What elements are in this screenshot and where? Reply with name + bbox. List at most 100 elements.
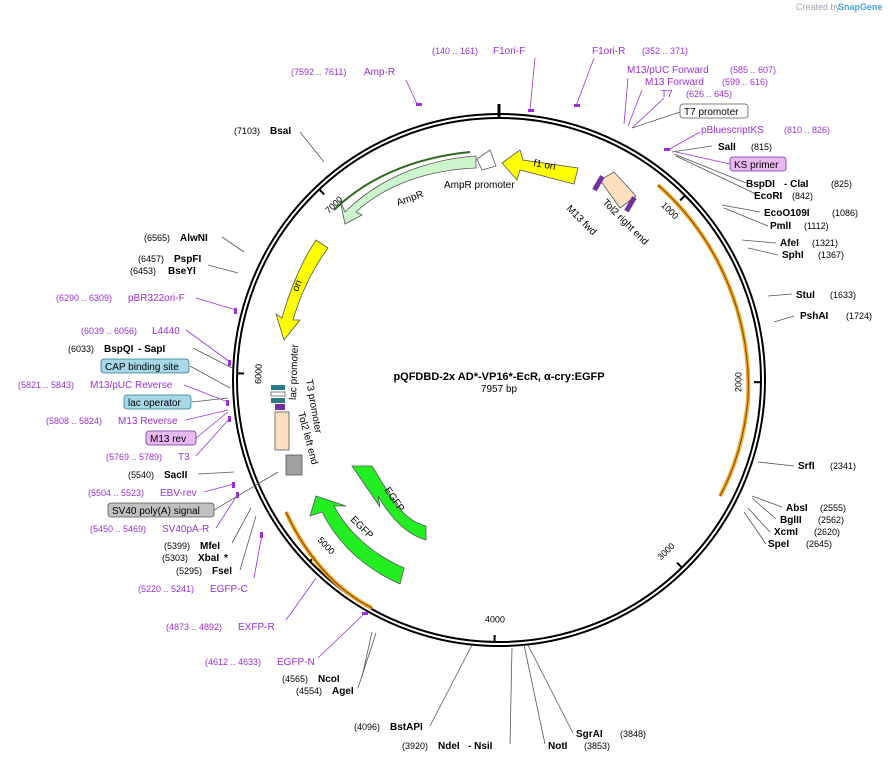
tick-label-3000: 3000 (655, 541, 676, 562)
boxed-m13-rev[interactable]: M13 rev (145, 430, 197, 446)
tick-label-5000: 5000 (316, 535, 337, 556)
tick-mark-1000 (679, 194, 686, 202)
enzyme-name-spei: SpeI (768, 539, 789, 550)
feature-lac-cluster[interactable]: lac promoter T3 promoter Tol2 left end (270, 344, 323, 476)
primer-name-pbr: pBR322ori-F (128, 293, 185, 304)
lac-operator-label: lac operator (128, 398, 181, 409)
primer-mark-ebv (232, 482, 235, 488)
boxed-ks-primer[interactable]: KS primer (729, 156, 787, 172)
primer-mark-l4440 (228, 360, 231, 366)
enzyme-pos-pshai: (1724) (846, 311, 872, 321)
enzyme-pos-ndei: (3920) (402, 741, 428, 751)
enzyme-name-sgrai: SgrAI (576, 729, 603, 740)
enzyme-name-eco: EcoO109I (764, 208, 810, 219)
enzyme-pos-afei: (1321) (812, 238, 838, 248)
boxed-sv40-signal[interactable]: SV40 poly(A) signal (107, 502, 215, 518)
enzyme-name-bglii: BglII (780, 515, 802, 526)
m13rev-mark (275, 404, 285, 410)
enzyme-name-bseyi: BseYI (168, 266, 196, 277)
primer-name-t3: T3 (178, 452, 190, 463)
enzyme-name-sacii: SacII (164, 470, 188, 481)
primer-pos-m13rev: (5808 .. 5824) (46, 416, 102, 426)
ori-arrow (275, 239, 329, 341)
enzyme-pos-stui: (1633) (830, 290, 856, 300)
primer-name-pbks: pBluescriptKS (701, 125, 764, 136)
primer-mark-sv40pa (236, 492, 239, 498)
enzyme-pos-ncoi: (4565) (282, 674, 308, 684)
enzyme-name-ncoi: NcoI (318, 674, 340, 685)
enzyme-name-fsei: FseI (212, 566, 232, 577)
m13-rev-label: M13 rev (150, 434, 186, 445)
orf-arc-left-line (285, 511, 373, 609)
enzyme-pos-absi: (2555) (820, 503, 846, 513)
enzyme-pos-sphi: (1367) (818, 250, 844, 260)
enzyme-pos-alwni: (6565) (144, 233, 170, 243)
tick-label-2000: 2000 (733, 372, 743, 392)
enzyme-name-bspqi: BspQI (104, 344, 134, 355)
primer-name-sv40pa: SV40pA-R (162, 524, 209, 535)
orf-arc-right (656, 183, 751, 497)
primer-pos-l4440: (6039 .. 6056) (81, 326, 137, 336)
boxed-cap-site[interactable]: CAP binding site (100, 358, 190, 374)
orf-arc-right-line (657, 184, 749, 497)
enzyme-name-alwni: AlwNI (180, 233, 208, 244)
primer-name-f1orir: F1ori-R (592, 46, 625, 57)
enzyme-extra-bspdi: - ClaI (784, 179, 809, 190)
primer-pos-m13puc: (585 .. 607) (730, 65, 776, 75)
f1-ori-arrow (501, 149, 579, 185)
boxed-lac-operator[interactable]: lac operator (123, 394, 192, 410)
egfp2-arrow (309, 495, 405, 585)
enzyme-name-srfi: SrfI (798, 461, 815, 472)
enzyme-pos-agei: (4554) (296, 686, 322, 696)
t7-promoter-label: T7 promoter (684, 107, 739, 118)
enzyme-name-bspdi: BspDI (746, 179, 775, 190)
boxed-t7-promoter[interactable]: T7 promoter (679, 103, 749, 119)
tick-label-4000: 4000 (485, 614, 505, 624)
t7-mark (624, 196, 637, 213)
primer-name-m13pucr: M13/pUC Reverse (90, 380, 173, 391)
enzyme-name-pmli: PmlI (770, 221, 791, 232)
cap-site-mark (271, 385, 285, 390)
enzyme-name-pspfi: PspFI (174, 254, 201, 265)
enzyme-pos-sacii: (5540) (128, 470, 154, 480)
tick-mark-3000 (676, 561, 683, 569)
primer-pos-t7: (626 .. 645) (686, 89, 732, 99)
primer-mark-f1orir (574, 104, 580, 107)
primer-name-l4440: L4440 (152, 326, 180, 337)
primer-name-m13puc: M13/pUC Forward (627, 65, 709, 76)
lac-promoter-label: lac promoter (288, 344, 301, 401)
enzyme-name-pshai: PshAI (800, 311, 829, 322)
primer-leader-lines (183, 57, 731, 659)
feature-tol2-right[interactable]: Tol2 right end M13 fwd (564, 171, 650, 248)
ampr-promoter-label: AmpR promoter (444, 180, 515, 191)
feature-f1-ori[interactable]: f1 ori (501, 149, 579, 185)
enzyme-pos-bspqi: (6033) (68, 344, 94, 354)
enzyme-pos-sali: (815) (751, 142, 772, 152)
primer-pos-pbks: (810 .. 826) (784, 125, 830, 135)
primer-pos-ebv: (5504 .. 5523) (88, 488, 144, 498)
tick-label-6000: 6000 (253, 364, 264, 384)
brand-created-by: Created by (796, 2, 841, 12)
cap-site-label: CAP binding site (105, 362, 179, 373)
feature-ori[interactable]: ori (275, 239, 329, 341)
lac-operator-mark (271, 398, 285, 403)
map-title: pQFDBD-2x AD*-VP16*-EcR, α-cry:EGFP (393, 371, 604, 383)
enzyme-pos-xbai: (5303) (162, 553, 188, 563)
feature-ampr-promoter[interactable]: AmpR promoter (444, 149, 515, 191)
primer-name-ebv: EBV-rev (160, 488, 197, 499)
lac-promoter-mark (270, 391, 286, 397)
enzyme-pos-noti: (3853) (584, 741, 610, 751)
enzyme-pos-ecori: (842) (792, 191, 813, 201)
ampr-strand-line (333, 151, 471, 211)
primer-name-exfpr: EXFP-R (238, 622, 275, 633)
f1-ori-label: f1 ori (532, 158, 556, 173)
tol2-right-box (599, 171, 637, 209)
primer-name-egfpc: EGFP-C (210, 584, 248, 595)
primer-mark-t3 (228, 416, 231, 422)
enzyme-pos-bseyi: (6453) (130, 266, 156, 276)
primer-pos-sv40pa: (5450 .. 5469) (90, 524, 146, 534)
tol2-left-box (274, 411, 290, 451)
primer-pos-t3: (5769 .. 5789) (106, 452, 162, 462)
enzyme-name-sphi: SphI (782, 250, 804, 261)
